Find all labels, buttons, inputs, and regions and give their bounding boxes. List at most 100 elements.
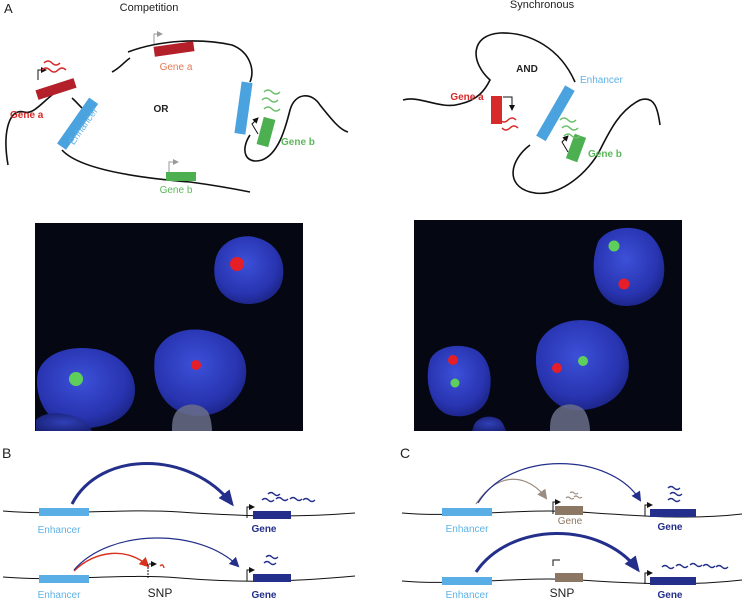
gene-box-c2-brown	[555, 573, 583, 582]
nucleus-mitotic	[550, 404, 590, 431]
enhancer-box-left	[57, 97, 99, 150]
tss-arrow-gene-a-sync	[503, 96, 515, 111]
tss-arrow-c2	[644, 570, 653, 584]
interaction-arrow-c1	[477, 463, 642, 504]
nucleus-mitotic	[172, 404, 212, 431]
or-label: OR	[154, 104, 170, 115]
chromatin-fiber-left-end	[111, 57, 131, 73]
gene-box-c1	[650, 509, 696, 517]
enhancer-box-c1	[442, 508, 492, 516]
transcript-red-sync-1	[499, 117, 517, 123]
gene-label-b1: Gene	[251, 524, 276, 535]
gene-a-label-sync: Gene a	[450, 92, 484, 103]
gene-box-b1	[253, 511, 291, 519]
transcript-c2	[715, 564, 729, 570]
transcript-red-2	[43, 60, 61, 66]
fish-dot-red	[191, 360, 201, 370]
gene-a-box-sync	[491, 96, 502, 124]
gene-b-box-sync	[565, 133, 587, 163]
transcript-red-b2	[159, 564, 165, 569]
tss-arrow-snp-b2	[147, 561, 157, 578]
nucleus	[37, 348, 135, 429]
and-label: AND	[516, 64, 538, 75]
sync-fiber-top	[402, 32, 576, 107]
transcript-c1	[667, 497, 681, 503]
synchronous-title: Synchronous	[510, 0, 575, 11]
enhancer-label-c2: Enhancer	[446, 590, 489, 601]
nucleus	[593, 227, 665, 306]
tss-arrow-gene-b-right	[251, 117, 259, 135]
transcript-b1	[267, 491, 281, 497]
enhancer-box-sync	[536, 85, 575, 142]
transcript-b1	[289, 496, 303, 502]
transcript-b1	[275, 496, 289, 502]
enhancer-box-competition-right	[234, 81, 253, 135]
transcript-green-sync-3	[563, 133, 581, 139]
snp-label-c2: SNP	[550, 586, 575, 600]
transcript-b1	[261, 497, 275, 503]
micrograph-left	[35, 223, 303, 431]
fish-dot-green	[450, 378, 460, 388]
transcript-green-3	[263, 89, 281, 95]
sync-fiber-bottom	[512, 98, 661, 195]
interaction-arrow-b1	[70, 462, 234, 507]
gene-label-c2: Gene	[657, 590, 682, 601]
gene-box-c2	[650, 577, 696, 585]
fish-dot-red	[618, 278, 630, 290]
transcript-c1	[669, 491, 683, 497]
chromatin-fiber-left	[5, 91, 57, 166]
transcript-c1	[667, 485, 681, 491]
chromatin-fiber-top	[127, 40, 253, 83]
panel-c-letter: C	[400, 445, 410, 461]
snp-label-b2: SNP	[148, 586, 173, 600]
fish-dot-red	[448, 355, 458, 365]
fish-dot-green	[578, 356, 588, 366]
nucleus	[36, 413, 92, 431]
gene-label-b2: Gene	[251, 590, 276, 601]
transcript-brown-c1	[573, 495, 583, 499]
interaction-arrow-c2	[474, 532, 640, 573]
tss-arrow-gene-a-top	[153, 31, 163, 44]
fish-dot-green	[69, 372, 83, 386]
gene-a-label-left: Gene a	[10, 110, 44, 121]
enhancer-label-c1: Enhancer	[446, 524, 489, 535]
gene-box-c1-brown	[555, 506, 583, 515]
micrograph-right	[414, 220, 682, 431]
tss-arrow-c1	[644, 502, 653, 516]
gene-b-box-right	[256, 116, 276, 148]
nucleus	[214, 236, 284, 304]
fish-dot-green	[608, 240, 620, 252]
tss-arrow-b1	[246, 504, 255, 518]
gene-b-label-sync: Gene b	[588, 149, 622, 160]
transcript-b2	[265, 554, 279, 560]
transcript-c2	[689, 562, 703, 568]
transcript-green-2	[263, 106, 281, 112]
transcript-red-1	[41, 67, 67, 73]
gene-a-label-top: Gene a	[160, 62, 193, 73]
enhancer-label-b2: Enhancer	[38, 590, 81, 601]
interaction-arrow-b2-red	[73, 552, 150, 572]
transcript-b2	[263, 560, 277, 566]
gene-b-label-right: Gene b	[281, 137, 315, 148]
transcript-c2	[661, 564, 675, 570]
transcript-b1	[302, 497, 316, 503]
chromatin-fiber-right-loop	[244, 95, 349, 162]
transcript-green-sync-2	[561, 125, 579, 131]
fish-dot-red	[230, 257, 244, 271]
transcript-green-1	[261, 97, 279, 103]
nucleus	[472, 416, 506, 431]
tss-arrow-c1-brown	[552, 499, 561, 514]
gene-label-c1: Gene	[657, 522, 682, 533]
tss-arrow-gene-a-left	[37, 67, 47, 80]
tss-arrow-gene-b-bottom	[168, 159, 179, 172]
panel-a-letter: A	[4, 1, 13, 16]
enhancer-label-sync: Enhancer	[580, 75, 623, 86]
tss-arrow-gene-b-sync	[561, 135, 569, 153]
transcript-c2	[702, 563, 716, 569]
gene-b-box-bottom	[166, 172, 196, 181]
gene-box-b2	[253, 574, 291, 582]
enhancer-box-b1	[39, 508, 89, 516]
tss-arrow-c2-brown	[552, 559, 560, 566]
fish-dot-red	[552, 363, 562, 373]
